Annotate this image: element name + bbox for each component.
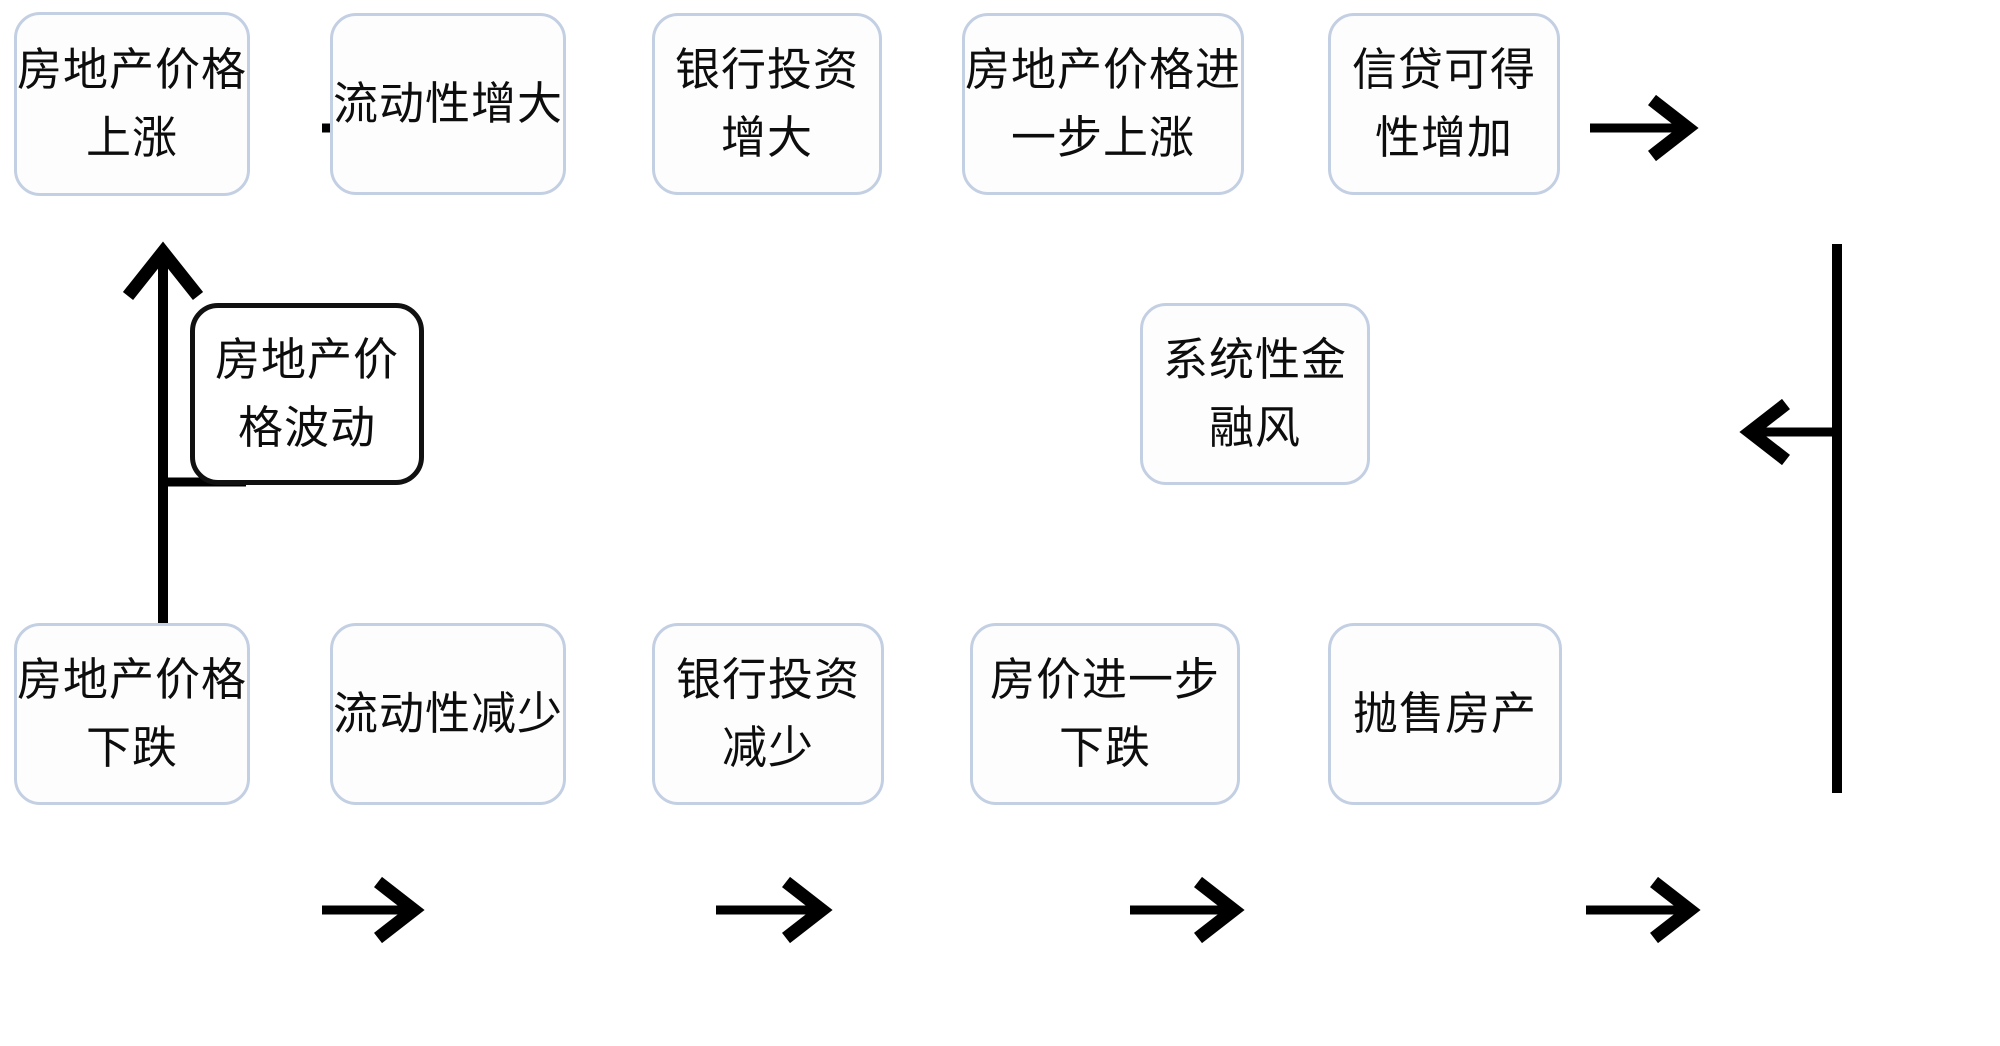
- node-label: 房地产价格上涨: [17, 42, 248, 164]
- node-systemic-financial-risk[interactable]: 系统性金融风: [1140, 303, 1370, 485]
- node-price-rise-further[interactable]: 房地产价格进一步上涨: [962, 13, 1244, 195]
- node-label: 房地产价格下跌: [17, 652, 248, 774]
- node-liquidity-increase[interactable]: 流动性增大: [330, 13, 566, 195]
- node-bank-investment-increase[interactable]: 银行投资增大: [652, 13, 882, 195]
- node-liquidity-decrease[interactable]: 流动性减少: [330, 623, 566, 805]
- edge-price-rise-further-to-credit-availability-increase: [1590, 94, 1699, 162]
- node-sell-off-property[interactable]: 抛售房产: [1328, 623, 1562, 805]
- node-label: 信贷可得性增加: [1351, 42, 1536, 164]
- edge-price-fall-further-to-sell-off-property: [1586, 876, 1701, 944]
- node-price-fall-further[interactable]: 房价进一步下跌: [970, 623, 1240, 805]
- node-price-rise[interactable]: 房地产价格上涨: [14, 12, 250, 196]
- node-credit-availability-increase[interactable]: 信贷可得性增加: [1328, 13, 1560, 195]
- node-label: 房地产价格波动: [214, 332, 399, 454]
- node-label: 银行投资减少: [675, 652, 860, 774]
- node-label: 房价进一步下跌: [989, 652, 1220, 774]
- node-label: 流动性增大: [333, 76, 564, 130]
- edge-credit-availability-to-systemic-risk: [1739, 398, 1837, 466]
- node-label: 房地产价格进一步上涨: [965, 42, 1242, 164]
- node-bank-investment-decrease[interactable]: 银行投资减少: [652, 623, 884, 805]
- edge-price-fall-to-liquidity-decrease: [322, 876, 425, 944]
- node-label: 银行投资增大: [674, 42, 859, 164]
- node-label: 流动性减少: [333, 686, 564, 740]
- node-label: 抛售房产: [1352, 686, 1537, 740]
- edge-liquidity-decrease-to-bank-investment-decrease: [716, 876, 833, 944]
- node-price-fluctuation[interactable]: 房地产价格波动: [190, 303, 424, 485]
- node-price-fall[interactable]: 房地产价格下跌: [14, 623, 250, 805]
- edge-bank-investment-decrease-to-price-fall-further: [1130, 876, 1245, 944]
- node-label: 系统性金融风: [1162, 332, 1347, 454]
